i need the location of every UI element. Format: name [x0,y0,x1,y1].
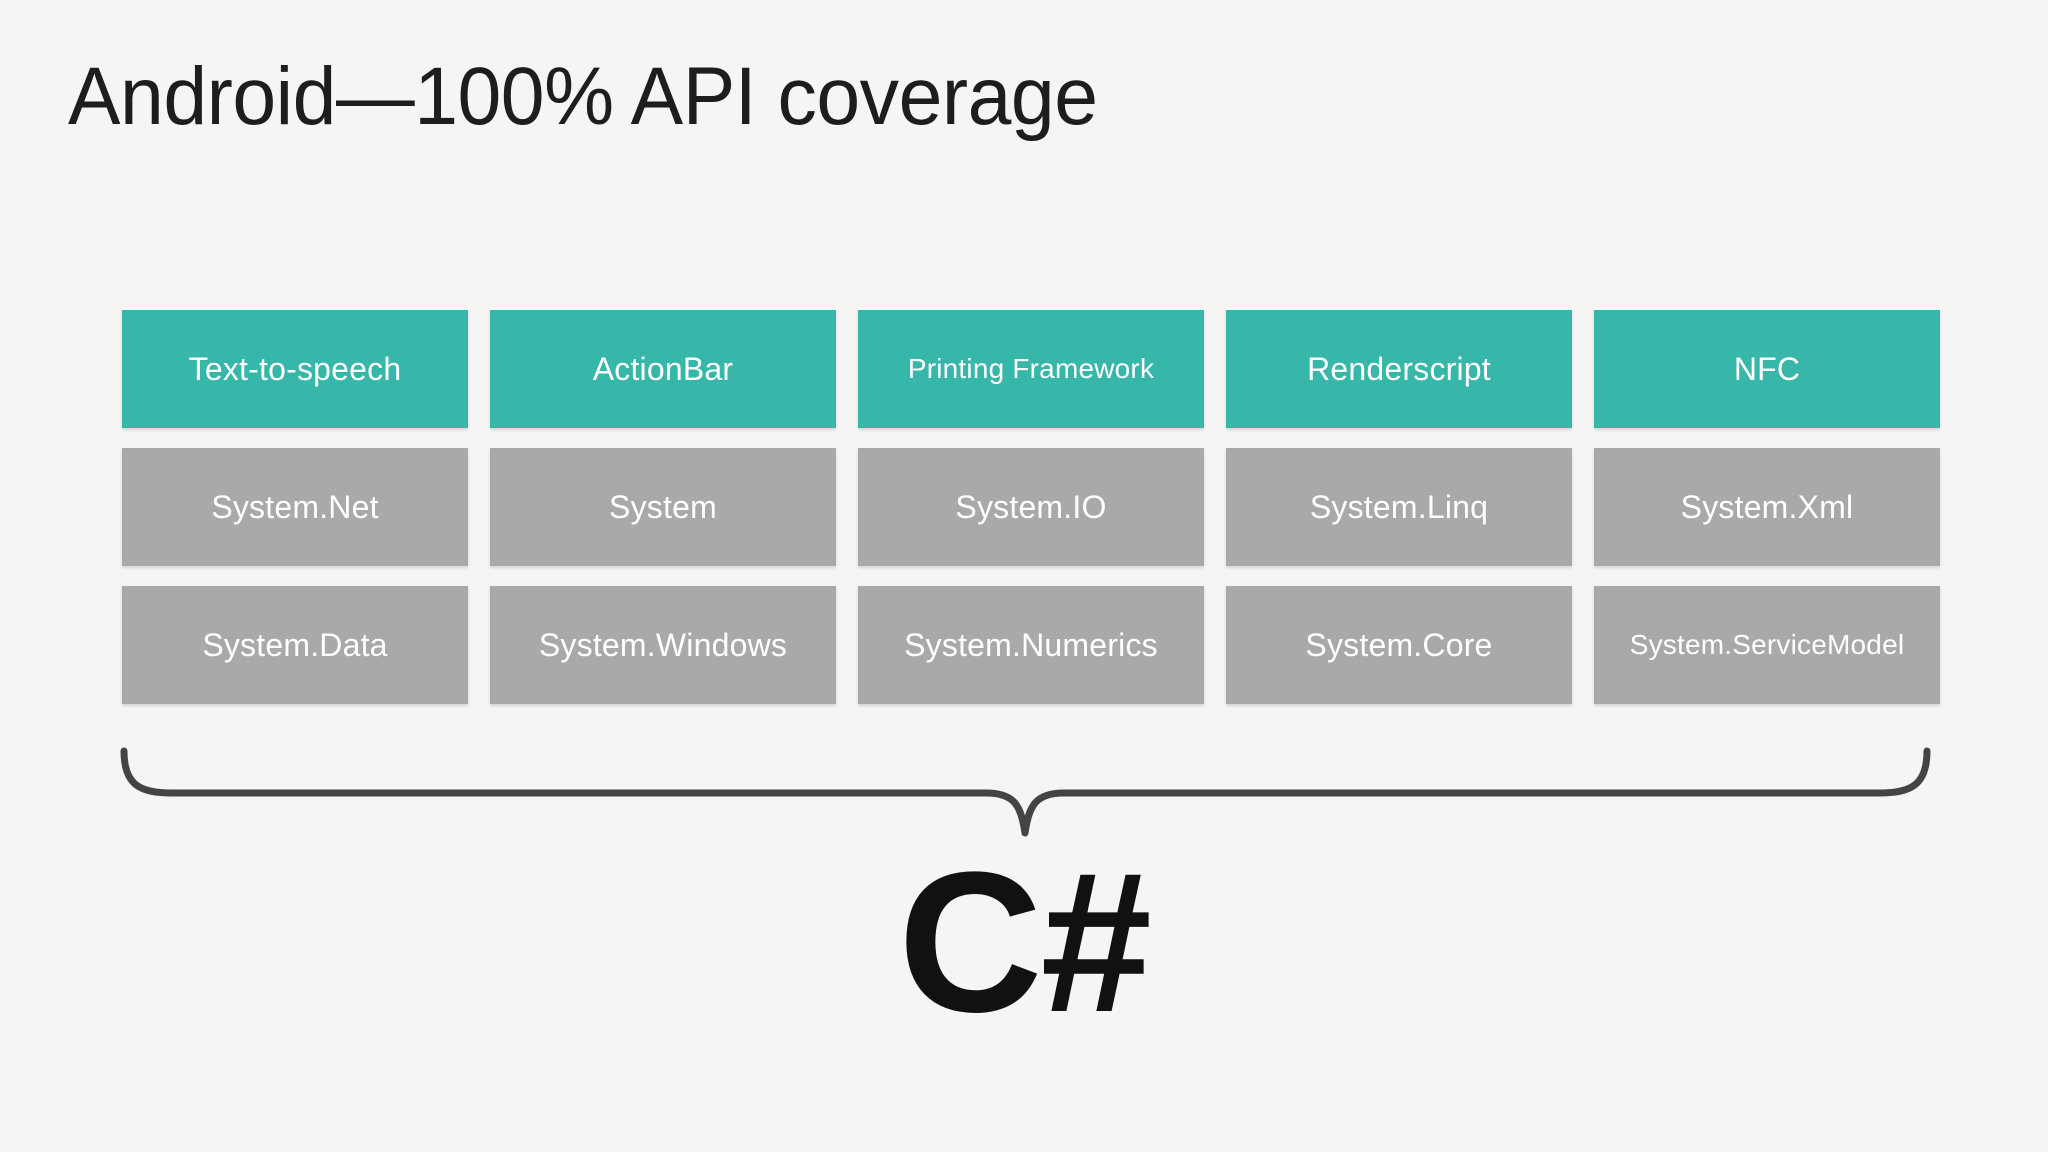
grid-cell[interactable]: System [490,448,836,566]
page-title: Android—100% API coverage [68,51,1098,142]
grid-cell[interactable]: ActionBar [490,310,836,428]
grid-cell[interactable]: NFC [1594,310,1940,428]
grid-cell-label: System.Net [211,488,379,525]
grid-cell-label: System.Windows [538,626,788,663]
grid-cell-label: System.ServiceModel [1629,629,1905,660]
grid-cell-label: Printing Framework [907,353,1155,384]
grid-cell-label: System [609,488,717,525]
grid-cell[interactable]: System.Xml [1594,448,1940,566]
grid-cell[interactable]: System.Net [122,448,468,566]
grid-cell[interactable]: Printing Framework [858,310,1204,428]
grid-cell[interactable]: System.Linq [1226,448,1572,566]
api-grid: Text-to-speech ActionBar Printing Framew… [122,310,1940,704]
grid-cell-label: Renderscript [1307,350,1491,387]
grid-cell-label: System.Linq [1309,488,1489,525]
grid-cell-label: System.Numerics [904,626,1158,663]
grid-cell-label: NFC [1733,350,1801,387]
grid-cell-label: Text-to-speech [188,350,402,387]
grid-cell[interactable]: Renderscript [1226,310,1572,428]
grid-row-android-apis: Text-to-speech ActionBar Printing Framew… [122,310,1940,428]
grid-cell-label: System.IO [955,488,1107,525]
grid-cell-label: System.Xml [1680,488,1854,525]
grid-cell[interactable]: System.Numerics [858,586,1204,704]
curly-brace-svg [120,747,1931,837]
grid-cell[interactable]: Text-to-speech [122,310,468,428]
curly-brace-down-icon [118,745,1933,840]
grid-cell[interactable]: System.IO [858,448,1204,566]
grid-cell-label: System.Core [1305,626,1493,663]
grid-row-dotnet-1: System.Net System System.IO System.Linq … [122,448,1940,566]
grid-cell-label: ActionBar [592,350,734,387]
grid-cell[interactable]: System.Windows [490,586,836,704]
grid-cell[interactable]: System.ServiceModel [1594,586,1940,704]
grid-cell[interactable]: System.Data [122,586,468,704]
grid-row-dotnet-2: System.Data System.Windows System.Numeri… [122,586,1940,704]
grid-cell[interactable]: System.Core [1226,586,1572,704]
grid-cell-label: System.Data [202,626,388,663]
csharp-logo: C# [898,831,1152,1054]
